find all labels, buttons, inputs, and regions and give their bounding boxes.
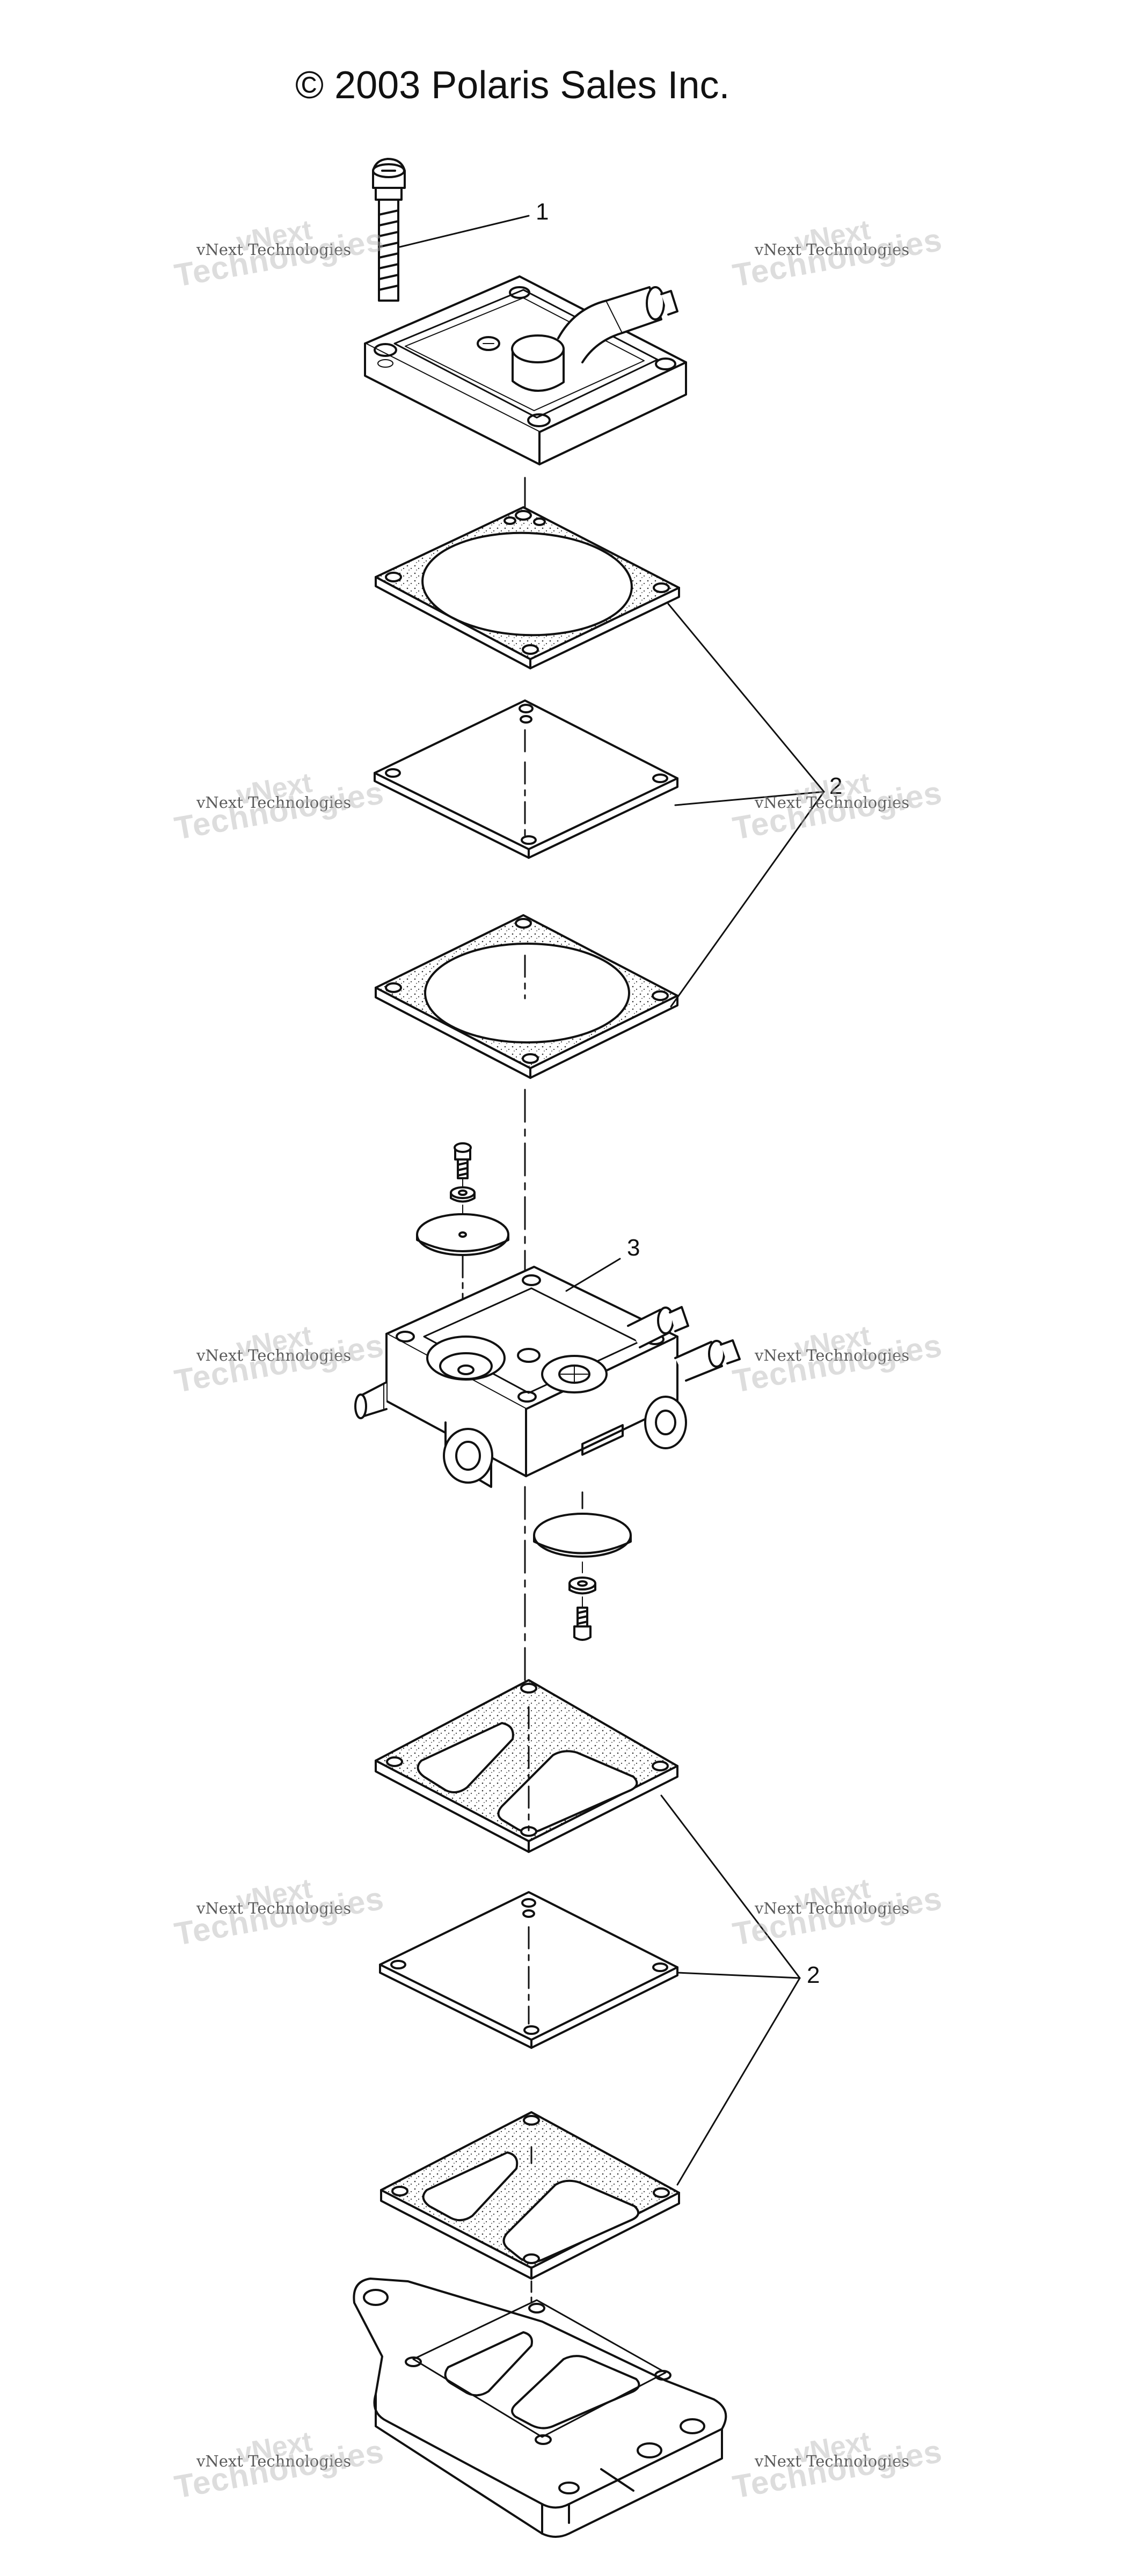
pump-top-cover [364,275,687,465]
gasket-upper-2 [375,914,678,1079]
diaphragm-lower [379,1891,678,2049]
copyright-notice: © 2003 Polaris Sales Inc. [295,63,730,107]
pump-body-part-3 [354,1266,741,1488]
copyright-text: 2003 Polaris Sales Inc. [334,64,730,107]
callout-1: 1 [536,199,549,225]
gasket-upper-1 [375,506,680,669]
screw-part-1 [372,158,406,302]
callout-2-upper: 2 [829,773,843,799]
callout-3: 3 [627,1235,640,1261]
copyright-symbol: © [295,64,324,107]
gasket-lower-2 [380,2111,680,2304]
diaphragm-upper [374,699,678,859]
valve-screw-upper [416,1142,509,1327]
callout-2-lower: 2 [807,1962,820,1988]
pump-base-plate [353,2278,727,2538]
gasket-lower-1 [375,1679,678,1853]
valve-screw-lower [533,1491,632,1641]
